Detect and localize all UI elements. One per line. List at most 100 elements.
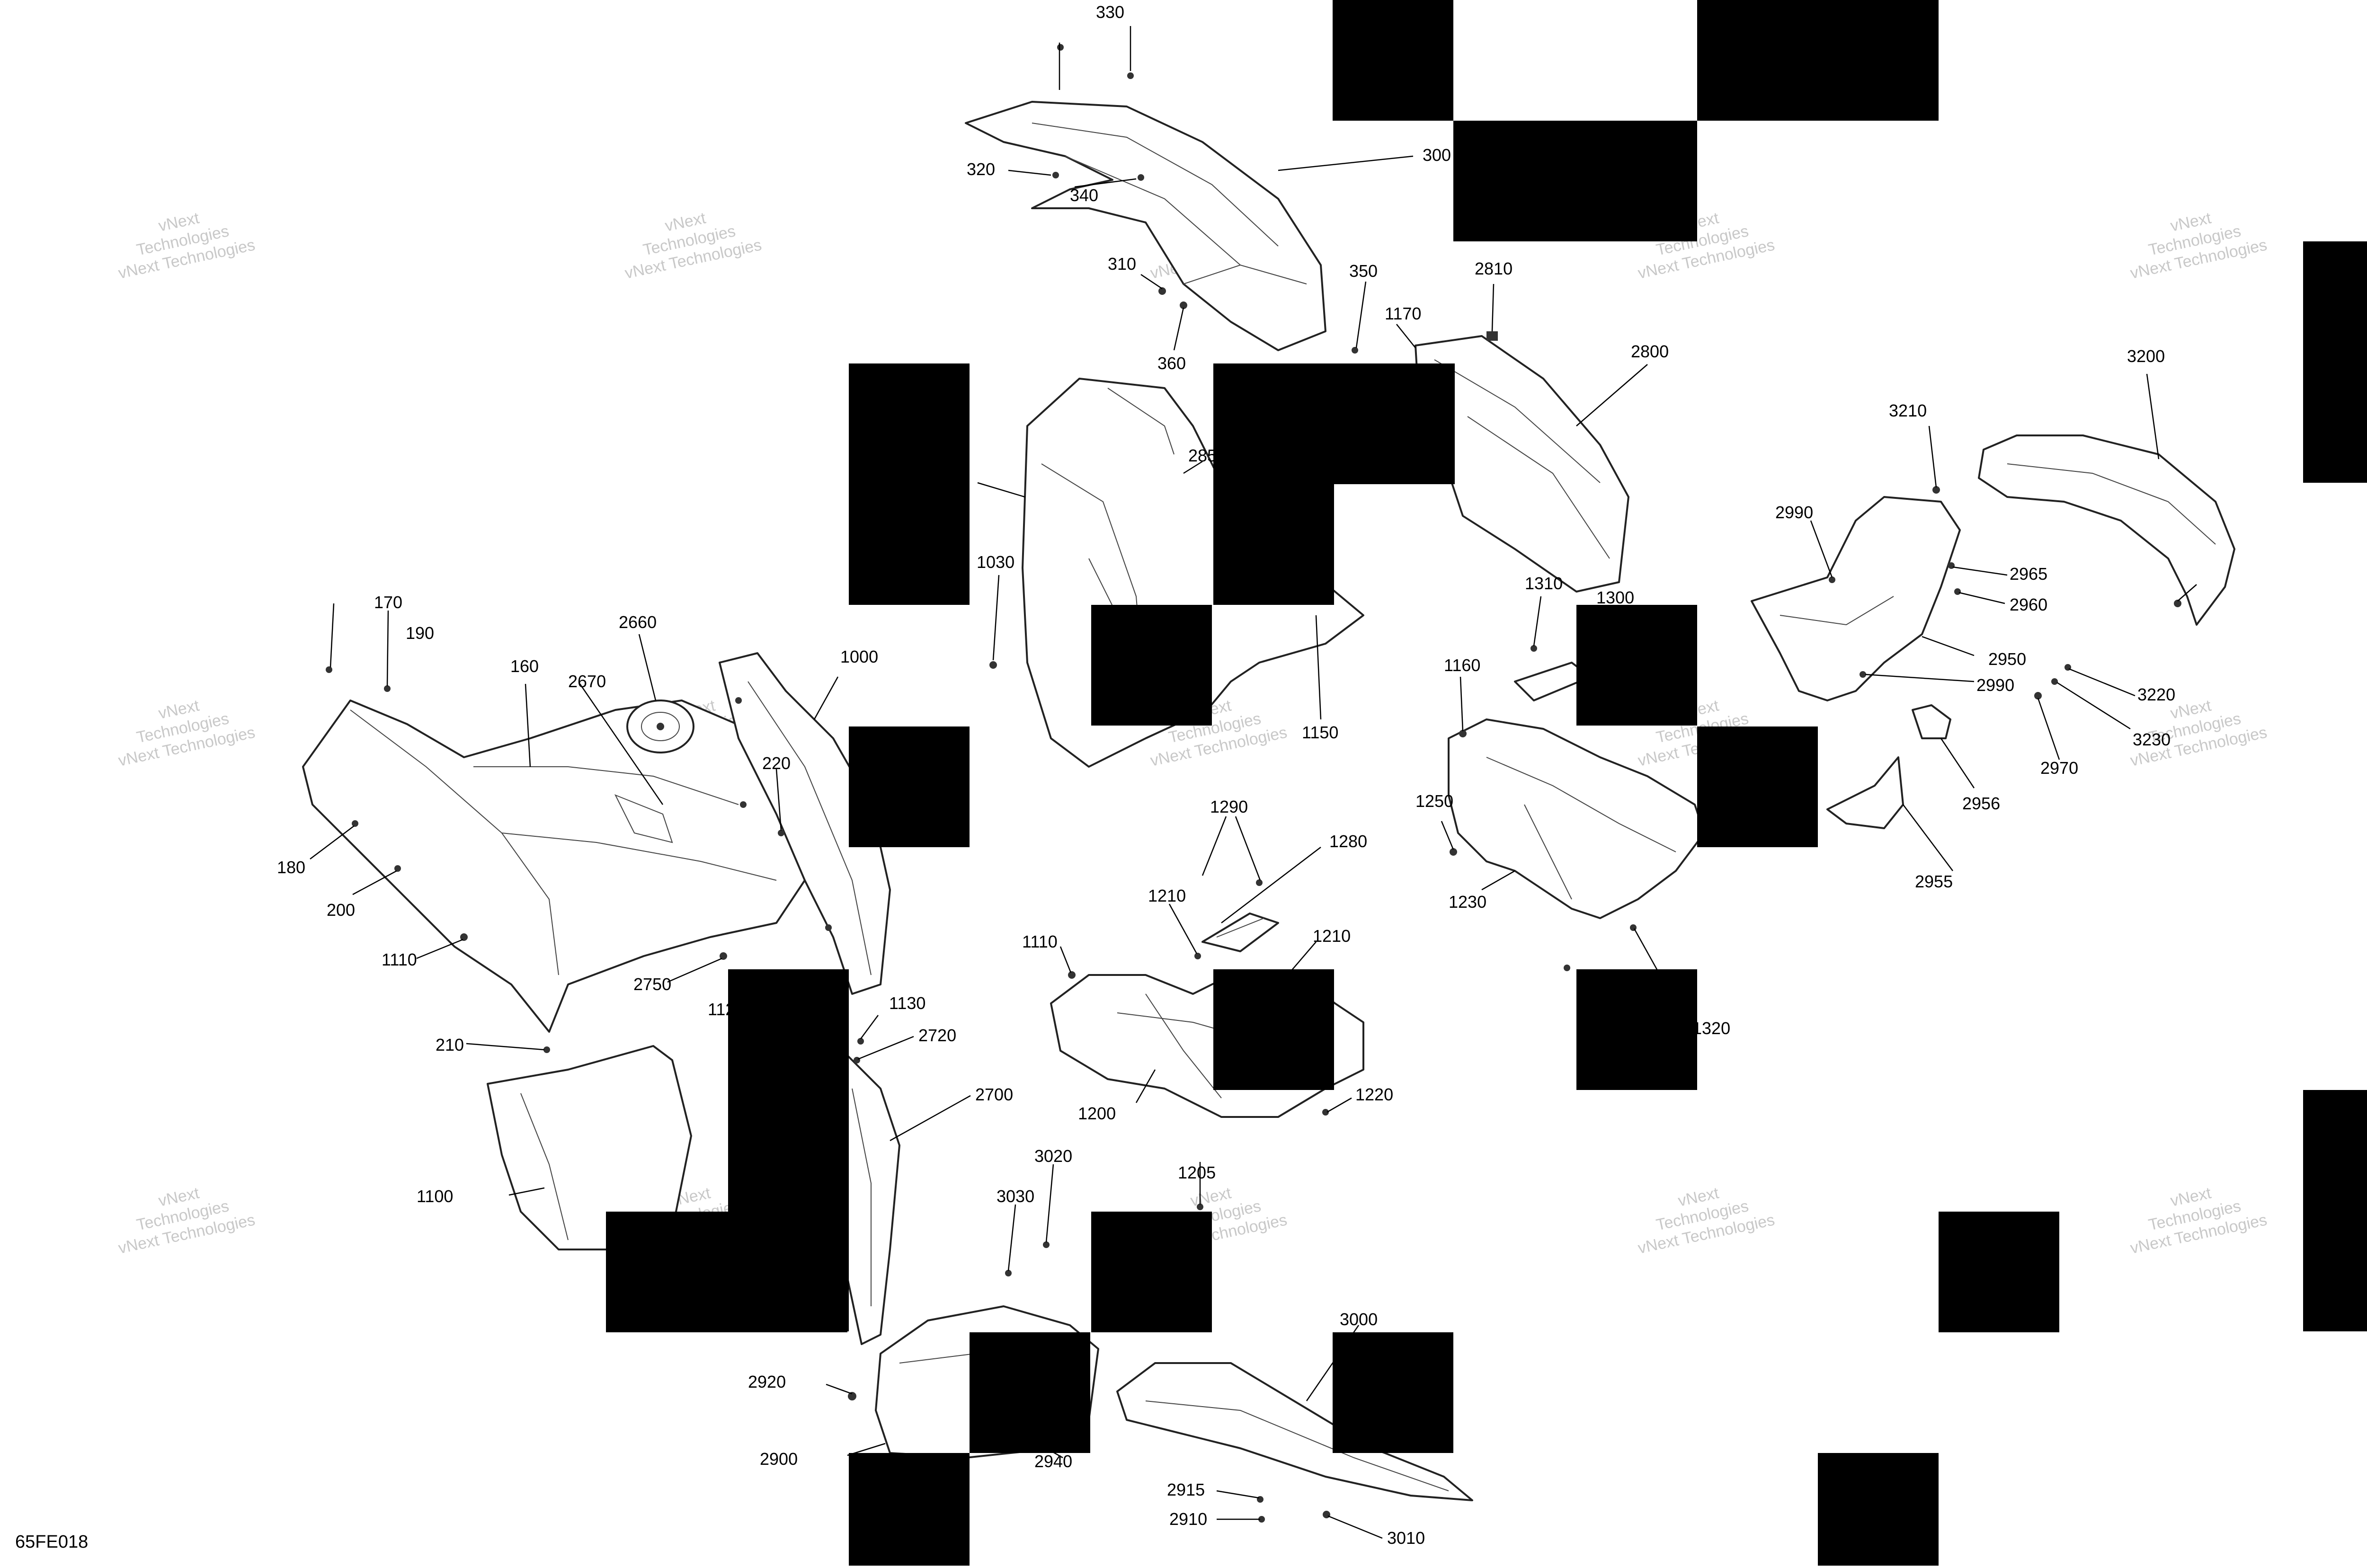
- redaction-block: [1576, 969, 1697, 1090]
- callout-label: 1210: [1313, 926, 1351, 946]
- fastener-icon: [825, 924, 832, 931]
- redaction-block: [1333, 1332, 1453, 1453]
- callout-label: 190: [406, 623, 434, 643]
- callout-label: 210: [436, 1035, 464, 1054]
- fastener-icon: [1052, 172, 1059, 178]
- callout-label: 2956: [1962, 794, 2000, 813]
- fastener-icon: [778, 830, 784, 836]
- callout-label: 2720: [918, 1026, 956, 1045]
- fastener-icon: [1197, 1204, 1203, 1210]
- fastener-icon: [2051, 678, 2058, 685]
- fastener-icon: [720, 952, 727, 960]
- fastener-icon: [352, 820, 358, 827]
- clip-icon: [1486, 331, 1498, 341]
- callout-label: 2955: [1915, 872, 1953, 891]
- callout-label: 2670: [568, 672, 606, 691]
- callout-label: 170: [374, 593, 402, 612]
- callout-label: 3220: [2137, 685, 2175, 704]
- fastener-icon: [394, 865, 401, 872]
- callout-label: 1210: [1148, 886, 1186, 905]
- callout-label: 1250: [1415, 791, 1453, 811]
- fastener-icon: [1932, 486, 1940, 494]
- callout-label: 300: [1423, 145, 1451, 165]
- callout-label: 2900: [760, 1449, 798, 1469]
- callouts-layer: 330 320 340 300 310 350 360 1170 2810 28…: [277, 2, 2175, 1548]
- callout-label: 2950: [1988, 649, 2026, 669]
- callout-label: 1030: [977, 552, 1014, 572]
- fastener-icon: [854, 1057, 860, 1063]
- part-2955-mud-flap: [1826, 756, 1904, 829]
- callout-label: 3030: [997, 1187, 1034, 1206]
- fastener-icon: [1127, 72, 1134, 79]
- callout-label: 2800: [1631, 342, 1669, 361]
- fastener-icon: [1459, 730, 1467, 737]
- callout-label: 2700: [975, 1085, 1013, 1104]
- fastener-icon: [2034, 692, 2042, 700]
- callout-label: 3210: [1889, 401, 1927, 420]
- callout-label: 3020: [1034, 1146, 1072, 1166]
- fastener-icon: [1158, 287, 1166, 295]
- fastener-icon: [1068, 971, 1076, 979]
- callout-label: 2920: [748, 1372, 786, 1391]
- redaction-block: [970, 1332, 1090, 1453]
- part-300-front-cover: [965, 101, 1326, 351]
- callout-label: 350: [1349, 261, 1378, 281]
- callout-label: 1230: [1449, 892, 1486, 912]
- redaction-block: [1213, 484, 1334, 605]
- callout-label: 2990: [1976, 675, 2014, 695]
- callout-label: 2810: [1475, 259, 1513, 278]
- leader-lines: [310, 26, 2197, 1539]
- callout-label: 1290: [1210, 797, 1248, 816]
- parts-layer: [302, 101, 2235, 1501]
- fastener-icon: [1043, 1241, 1050, 1248]
- callout-label: 1200: [1078, 1104, 1116, 1123]
- fastener-icon: [543, 1046, 550, 1053]
- callout-label: 330: [1096, 2, 1124, 22]
- redaction-block: [1333, 0, 1453, 121]
- redaction-block: [1213, 969, 1334, 1090]
- fastener-icon: [740, 801, 747, 808]
- redaction-block: [1939, 1212, 2059, 1332]
- part-2956-clip: [1912, 704, 1951, 739]
- callout-label: 1320: [1692, 1019, 1730, 1038]
- part-2700-side-panel: [842, 1050, 900, 1345]
- callout-label: 1310: [1525, 574, 1563, 593]
- part-3200-rear-cover: [1978, 434, 2235, 626]
- part-1230-footwell-right: [1448, 718, 1705, 919]
- callout-label: 2960: [2010, 595, 2047, 614]
- callout-label: 2970: [2040, 758, 2078, 778]
- redaction-block: [1697, 0, 1939, 121]
- redaction-block: [1091, 605, 1212, 726]
- part-3000-lower-cover: [1116, 1362, 1473, 1501]
- callout-label: 1150: [1302, 723, 1338, 742]
- fastener-icon: [1450, 848, 1457, 856]
- redaction-block: [2303, 241, 2367, 483]
- callout-label: 1205: [1178, 1163, 1216, 1182]
- callout-label: 3010: [1387, 1528, 1425, 1548]
- callout-label: 2940: [1034, 1452, 1072, 1471]
- redaction-block: [849, 363, 970, 605]
- callout-label: 320: [967, 159, 995, 179]
- redaction-block: [1576, 605, 1697, 726]
- callout-label: 1300: [1596, 588, 1634, 607]
- callout-label: 310: [1108, 254, 1136, 274]
- callout-label: 2965: [2010, 564, 2047, 584]
- callout-label: 2990: [1775, 503, 1813, 522]
- callout-label: 1170: [1385, 304, 1421, 323]
- fastener-icon: [1323, 1511, 1330, 1518]
- fastener-icon: [1954, 588, 1961, 595]
- redaction-block: [849, 726, 970, 847]
- redaction-block: [849, 1453, 970, 1566]
- callout-label: 2915: [1167, 1480, 1205, 1499]
- callout-label: 360: [1157, 354, 1186, 373]
- fastener-icon: [1948, 562, 1955, 569]
- fastener-icon: [1860, 671, 1866, 678]
- callout-label: 180: [277, 858, 305, 877]
- fastener-icon: [384, 685, 391, 692]
